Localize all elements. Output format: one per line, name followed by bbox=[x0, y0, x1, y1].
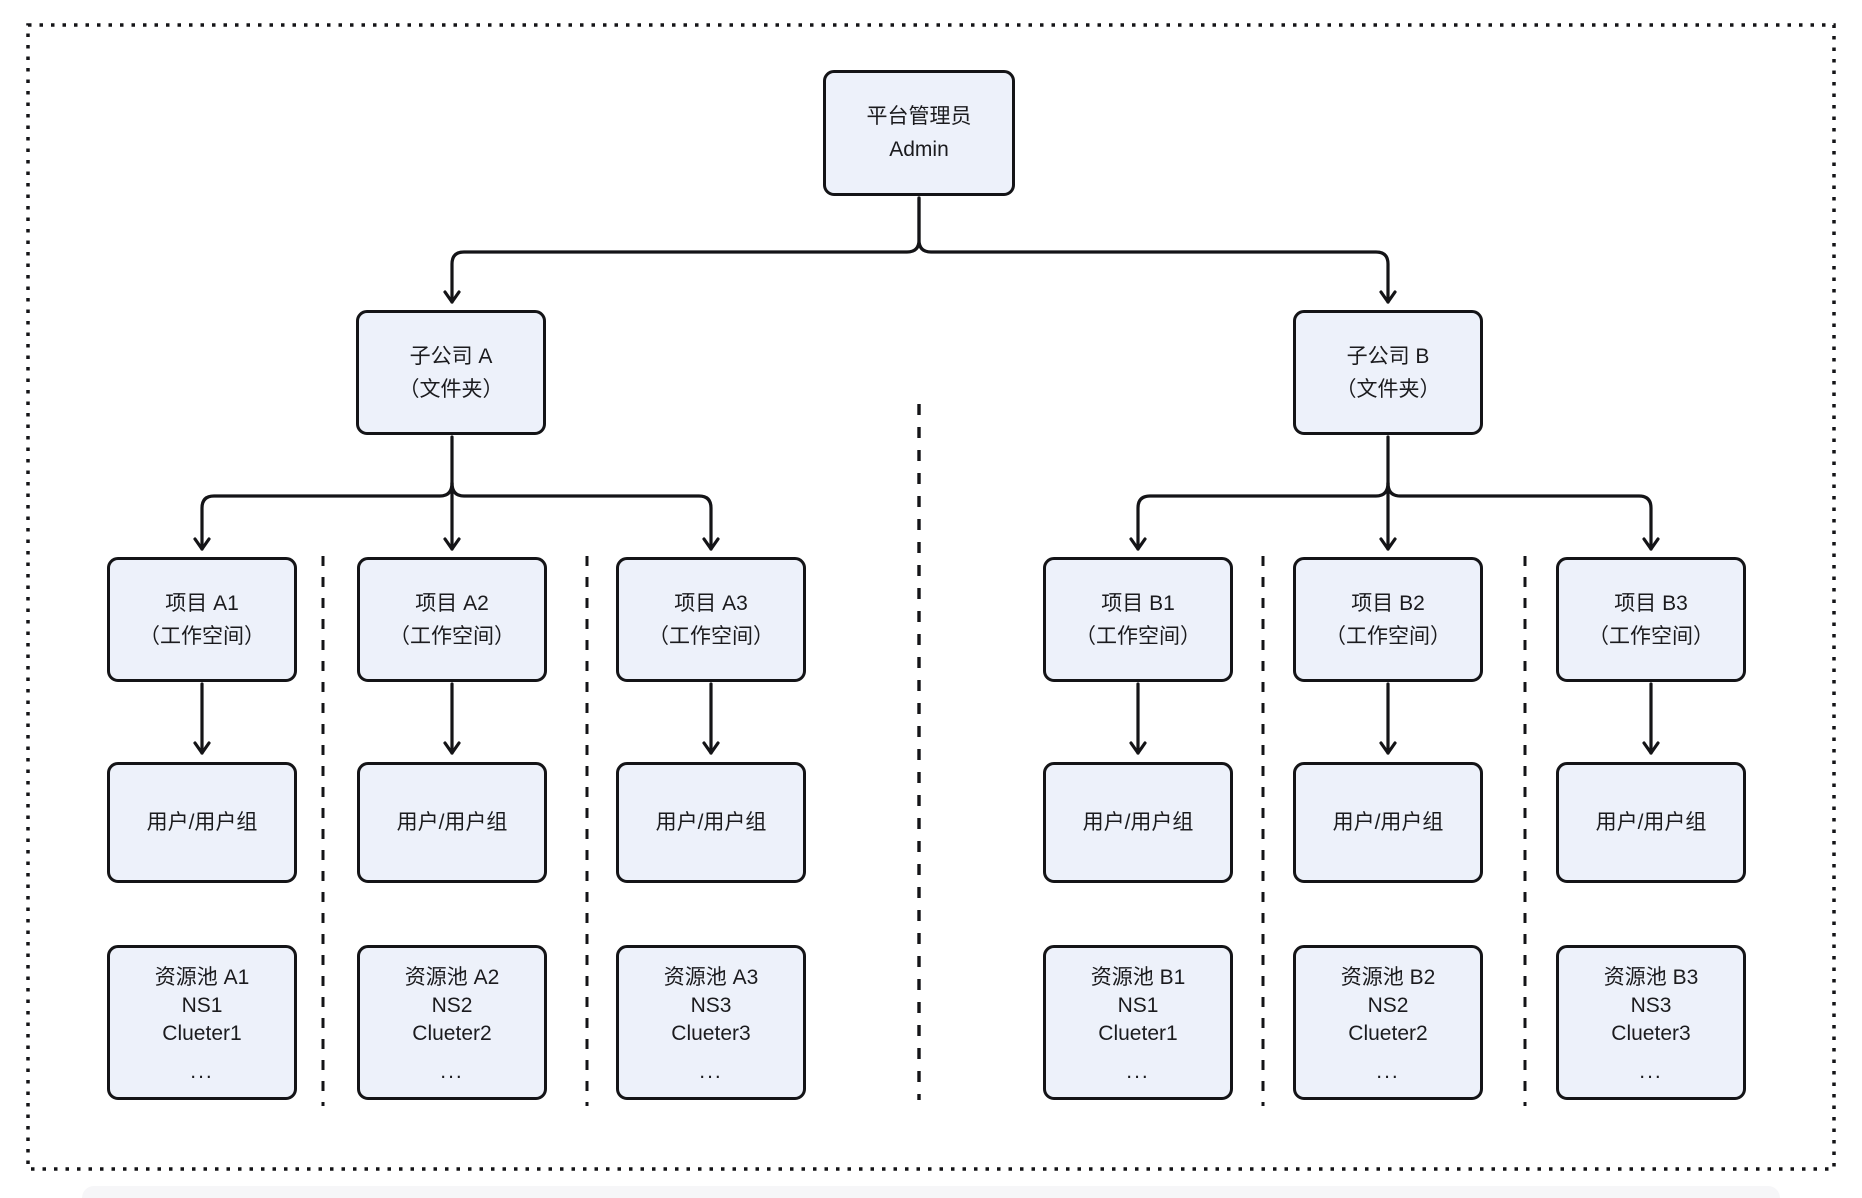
node-admin: 平台管理员 Admin bbox=[823, 70, 1015, 196]
node-project-b1-sublabel: （工作空间） bbox=[1075, 624, 1201, 648]
connector-folder-a-to-project-a3 bbox=[450, 481, 720, 551]
node-users-b3-label: 用户/用户组 bbox=[1595, 811, 1707, 834]
node-pool-b3-title: 资源池 B3 bbox=[1603, 966, 1699, 989]
node-users-a1-label: 用户/用户组 bbox=[146, 811, 258, 834]
node-pool-b3: 资源池 B3 NS3 Clueter3 ... bbox=[1556, 945, 1746, 1100]
connector-admin-to-folder-b bbox=[917, 196, 1397, 304]
connector-folder-a-to-project-a1 bbox=[193, 481, 454, 551]
node-folder-b-sublabel: （文件夹） bbox=[1335, 377, 1441, 401]
node-folder-b-label: 子公司 B bbox=[1346, 344, 1430, 368]
node-users-b1: 用户/用户组 bbox=[1043, 762, 1233, 883]
node-project-a1-sublabel: （工作空间） bbox=[139, 624, 265, 648]
node-folder-a: 子公司 A （文件夹） bbox=[356, 310, 546, 435]
node-project-b3: 项目 B3 （工作空间） bbox=[1556, 557, 1746, 682]
node-pool-a3-cluster: Clueter3 bbox=[671, 1022, 751, 1045]
node-pool-a2-title: 资源池 A2 bbox=[404, 966, 500, 989]
node-pool-b2-cluster: Clueter2 bbox=[1348, 1022, 1428, 1045]
node-project-b2-sublabel: （工作空间） bbox=[1325, 624, 1451, 648]
node-project-a3: 项目 A3 （工作空间） bbox=[616, 557, 806, 682]
connector-folder-b-to-project-b3 bbox=[1386, 481, 1660, 551]
node-users-a3: 用户/用户组 bbox=[616, 762, 806, 883]
node-pool-a3-title: 资源池 A3 bbox=[663, 966, 759, 989]
node-users-b3: 用户/用户组 bbox=[1556, 762, 1746, 883]
node-project-b3-label: 项目 B3 bbox=[1614, 591, 1688, 615]
node-users-b2: 用户/用户组 bbox=[1293, 762, 1483, 883]
node-project-b2: 项目 B2 （工作空间） bbox=[1293, 557, 1483, 682]
node-folder-a-sublabel: （文件夹） bbox=[398, 377, 504, 401]
node-pool-a2-ellipsis: ... bbox=[440, 1060, 464, 1083]
node-project-a1-label: 项目 A1 bbox=[165, 591, 239, 615]
node-folder-a-label: 子公司 A bbox=[409, 344, 493, 368]
node-pool-a2: 资源池 A2 NS2 Clueter2 ... bbox=[357, 945, 547, 1100]
node-project-a1: 项目 A1 （工作空间） bbox=[107, 557, 297, 682]
node-users-b1-label: 用户/用户组 bbox=[1082, 811, 1194, 834]
node-pool-b1-ellipsis: ... bbox=[1126, 1060, 1150, 1083]
connector-admin-to-folder-a bbox=[443, 196, 921, 304]
node-users-a2: 用户/用户组 bbox=[357, 762, 547, 883]
faint-bottom-band bbox=[82, 1186, 1780, 1198]
node-users-a3-label: 用户/用户组 bbox=[655, 811, 767, 834]
node-pool-b3-ellipsis: ... bbox=[1639, 1060, 1663, 1083]
node-project-b3-sublabel: （工作空间） bbox=[1588, 624, 1714, 648]
node-pool-a2-ns: NS2 bbox=[431, 994, 473, 1017]
node-pool-a3-ellipsis: ... bbox=[699, 1060, 723, 1083]
node-pool-b2-ns: NS2 bbox=[1367, 994, 1409, 1017]
node-pool-a1-cluster: Clueter1 bbox=[162, 1022, 242, 1045]
node-pool-a1-title: 资源池 A1 bbox=[154, 966, 250, 989]
node-project-b1-label: 项目 B1 bbox=[1101, 591, 1175, 615]
node-pool-b2-ellipsis: ... bbox=[1376, 1060, 1400, 1083]
node-folder-b: 子公司 B （文件夹） bbox=[1293, 310, 1483, 435]
node-project-a3-label: 项目 A3 bbox=[674, 591, 748, 615]
node-pool-b1: 资源池 B1 NS1 Clueter1 ... bbox=[1043, 945, 1233, 1100]
node-pool-a1-ellipsis: ... bbox=[190, 1060, 214, 1083]
node-pool-b1-title: 资源池 B1 bbox=[1090, 966, 1186, 989]
node-project-a2: 项目 A2 （工作空间） bbox=[357, 557, 547, 682]
node-pool-a1: 资源池 A1 NS1 Clueter1 ... bbox=[107, 945, 297, 1100]
node-pool-b3-ns: NS3 bbox=[1630, 994, 1672, 1017]
node-pool-b2: 资源池 B2 NS2 Clueter2 ... bbox=[1293, 945, 1483, 1100]
node-users-a1: 用户/用户组 bbox=[107, 762, 297, 883]
node-pool-a3: 资源池 A3 NS3 Clueter3 ... bbox=[616, 945, 806, 1100]
node-project-a3-sublabel: （工作空间） bbox=[648, 624, 774, 648]
node-project-b2-label: 项目 B2 bbox=[1351, 591, 1425, 615]
node-pool-b1-cluster: Clueter1 bbox=[1098, 1022, 1178, 1045]
outer-dotted-border bbox=[26, 23, 1836, 1171]
node-admin-label: 平台管理员 bbox=[866, 105, 972, 128]
node-project-a2-label: 项目 A2 bbox=[415, 591, 489, 615]
node-pool-a3-ns: NS3 bbox=[690, 994, 732, 1017]
node-users-a2-label: 用户/用户组 bbox=[396, 811, 508, 834]
node-pool-a1-ns: NS1 bbox=[181, 994, 223, 1017]
node-admin-sublabel: Admin bbox=[889, 138, 949, 161]
node-project-a2-sublabel: （工作空间） bbox=[389, 624, 515, 648]
node-users-b2-label: 用户/用户组 bbox=[1332, 811, 1444, 834]
node-pool-a2-cluster: Clueter2 bbox=[412, 1022, 492, 1045]
node-pool-b1-ns: NS1 bbox=[1117, 994, 1159, 1017]
node-pool-b2-title: 资源池 B2 bbox=[1340, 966, 1436, 989]
node-pool-b3-cluster: Clueter3 bbox=[1611, 1022, 1691, 1045]
node-project-b1: 项目 B1 （工作空间） bbox=[1043, 557, 1233, 682]
connector-folder-b-to-project-b1 bbox=[1129, 481, 1390, 551]
